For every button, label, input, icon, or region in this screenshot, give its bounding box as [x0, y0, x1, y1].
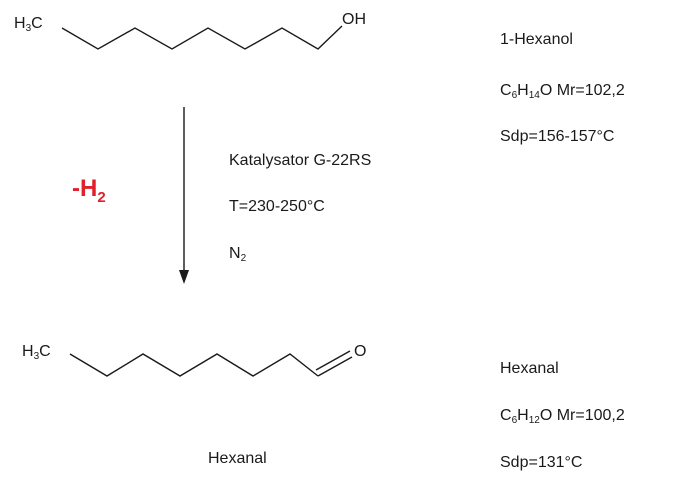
reactant-boiling-point: Sdp=156-157°C	[500, 128, 615, 145]
hexanal-oxygen-label: O	[354, 343, 367, 360]
product-formula-line: C6H12O Mr=100,2	[500, 407, 625, 426]
hexanol-hydroxyl-label: OH	[342, 11, 366, 28]
product-formula: C6H12O	[500, 407, 553, 426]
hexanol-methyl-label: H3C	[14, 15, 43, 34]
down-arrow-icon	[179, 270, 189, 284]
temperature-label: T=230-250°C	[229, 198, 325, 215]
hexanol-chain	[61, 25, 343, 50]
reactant-name: 1-Hexanol	[500, 31, 573, 48]
atmosphere-label: N2	[229, 245, 247, 264]
reactant-formula: C6H14O	[500, 82, 553, 101]
carbonyl-bond-1	[317, 356, 353, 377]
hydrogen-elimination-label: -H2	[72, 175, 106, 206]
hexanal-chain	[69, 353, 319, 377]
reactant-mr: Mr=102,2	[556, 82, 625, 99]
carbonyl-bond-2	[315, 350, 351, 371]
product-name: Hexanal	[500, 360, 559, 377]
catalyst-label: Katalysator G-22RS	[229, 152, 372, 169]
product-caption: Hexanal	[208, 450, 267, 467]
product-mr: Mr=100,2	[556, 407, 625, 424]
reactant-formula-line: C6H14O Mr=102,2	[500, 82, 625, 101]
hexanal-methyl-label: H3C	[22, 343, 51, 362]
product-boiling-point: Sdp=131°C	[500, 454, 583, 471]
